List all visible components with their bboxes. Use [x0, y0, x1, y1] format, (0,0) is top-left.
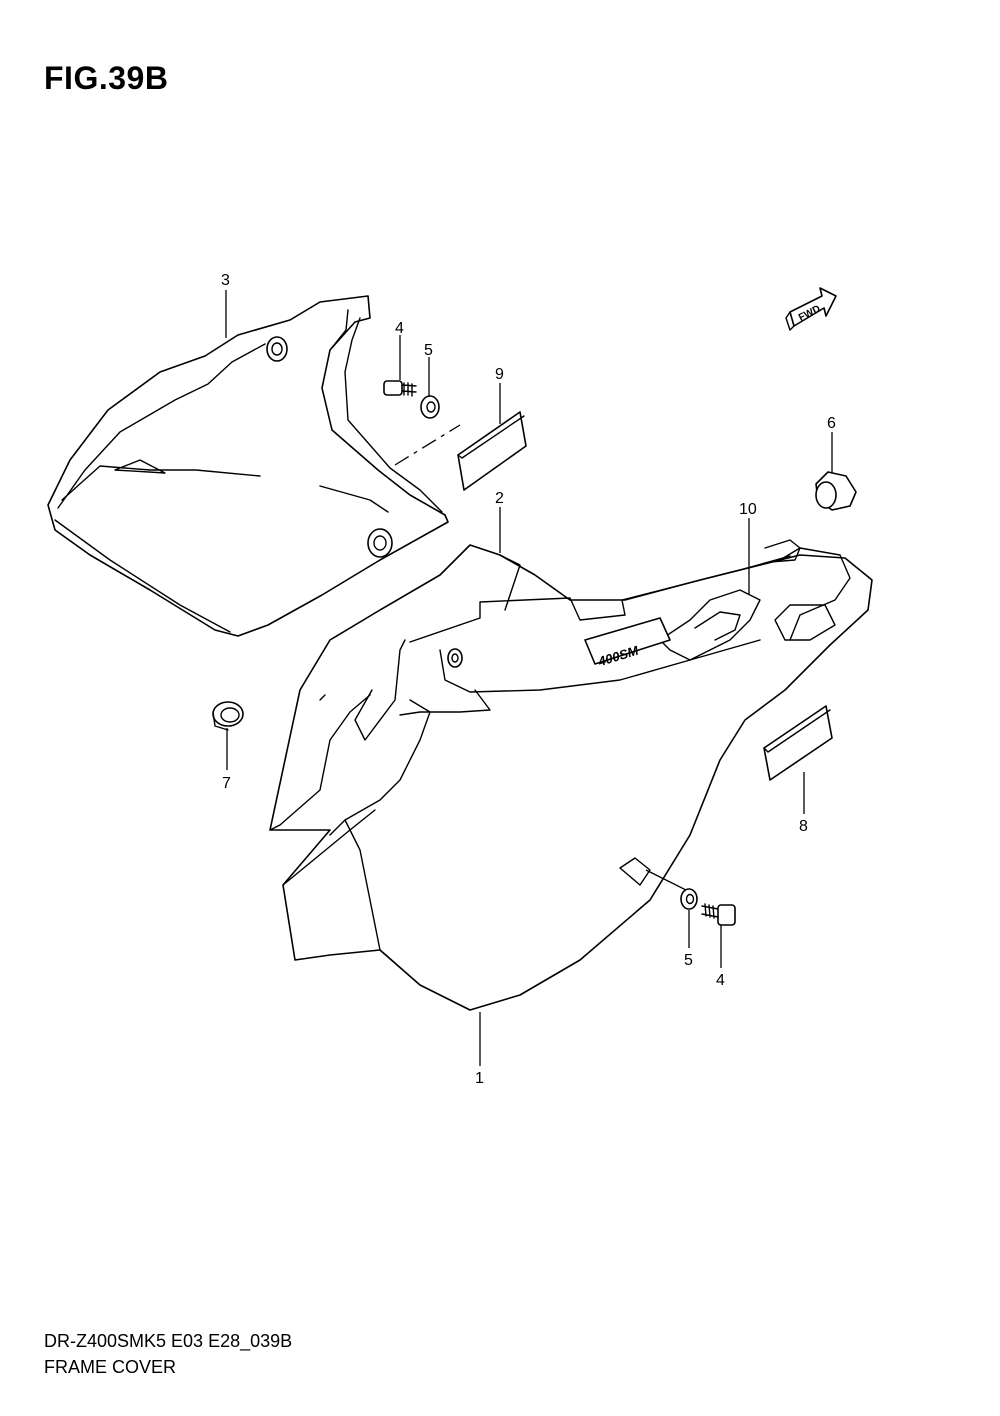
callout-1: 1 [475, 1070, 484, 1087]
figure-title: FIG.39B [44, 60, 169, 96]
cushion-part [815, 471, 857, 511]
callout-5-lower: 5 [684, 952, 693, 969]
pad-right-part [763, 705, 833, 781]
washer-lower-part [680, 888, 698, 910]
callout-3: 3 [221, 272, 230, 289]
callout-4-upper: 4 [395, 320, 404, 337]
alignment-line-upper [394, 424, 461, 466]
callout-6: 6 [827, 415, 836, 432]
section-name: FRAME COVER [44, 1357, 177, 1377]
callout-5-upper: 5 [424, 342, 433, 359]
bolt-lower-part [701, 903, 736, 926]
callout-10: 10 [739, 501, 757, 518]
callout-leaders [225, 290, 833, 1066]
pad-upper-part [457, 411, 527, 491]
callout-9: 8 [799, 818, 808, 835]
alignment-line-lower [645, 869, 691, 893]
callout-4-lower: 4 [716, 972, 725, 989]
cushion-left-part [212, 701, 244, 731]
frame-cover-left-part [47, 295, 449, 637]
callout-2: 2 [495, 490, 504, 507]
model-code: DR-Z400SMK5 E03 E28_039B [44, 1331, 293, 1351]
forward-arrow-icon: FWD [785, 287, 837, 331]
callout-7: 7 [222, 775, 231, 792]
frame-cover-right-part [269, 539, 873, 1011]
bolt-upper-part [383, 380, 417, 397]
callout-8: 9 [495, 366, 504, 383]
washer-upper-part [420, 395, 440, 419]
